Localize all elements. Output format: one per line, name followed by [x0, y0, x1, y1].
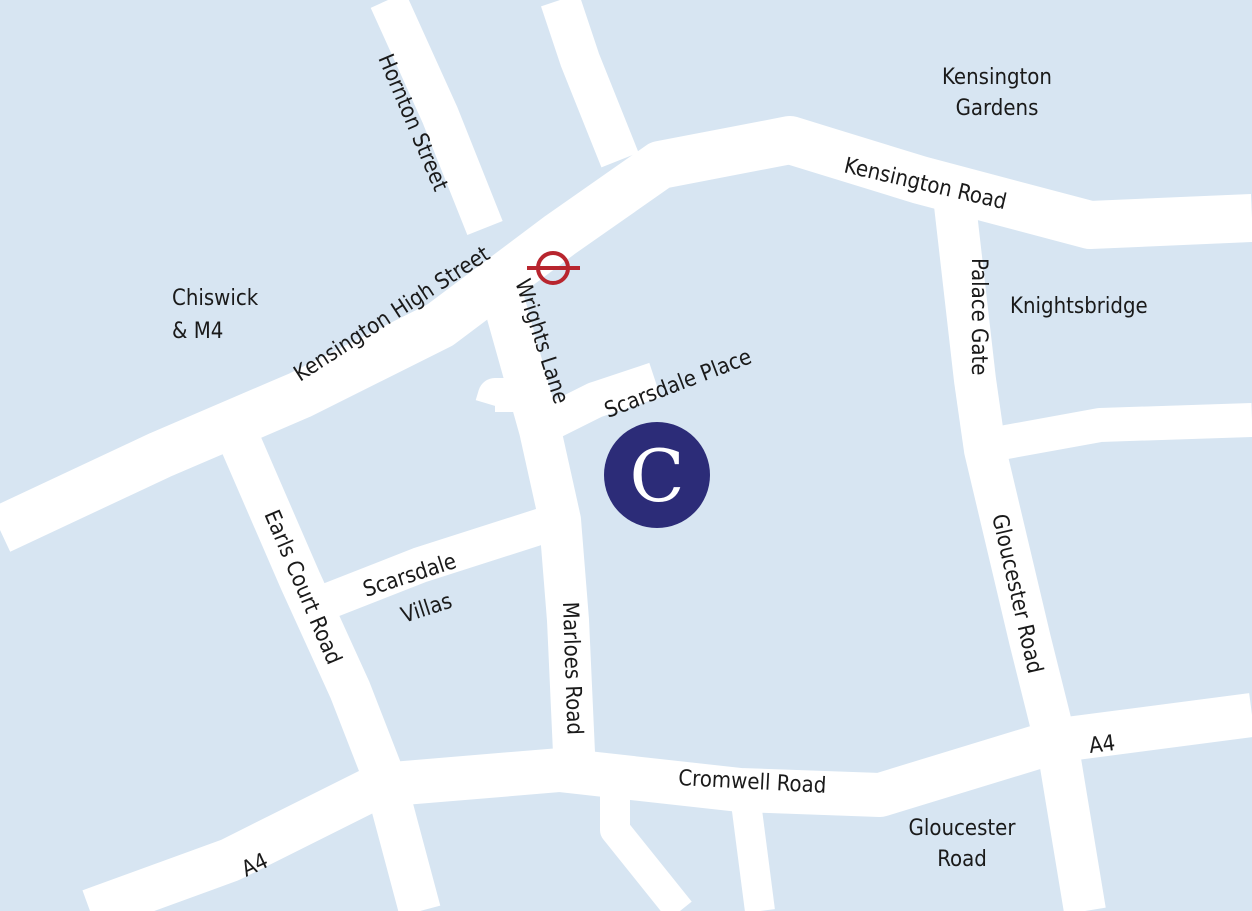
label-gloucester-road-area-2: Road	[937, 847, 987, 872]
road-north-junction	[541, 0, 639, 168]
label-a4-east: A4	[1088, 731, 1117, 759]
underground-roundel-icon	[527, 251, 580, 285]
road-kensington-high-street	[0, 116, 1252, 552]
road-scarsdale-place	[526, 362, 661, 447]
road-earls-court-road	[215, 421, 441, 911]
label-palace-gate: Palace Gate	[966, 258, 991, 375]
road-scarsdale-villas	[311, 507, 551, 622]
road-wrights-lane	[474, 264, 596, 776]
area-labels: Kensington Gardens Chiswick & M4 Knights…	[172, 65, 1148, 872]
road-spur	[475, 378, 530, 412]
label-chiswick-2: & M4	[172, 319, 223, 344]
road-south-1	[600, 785, 692, 911]
label-kensington-gardens-1: Kensington	[942, 65, 1052, 90]
road-east-branch	[986, 403, 1252, 462]
logo-circle	[604, 422, 710, 528]
label-gloucester-road-area-1: Gloucester	[909, 816, 1017, 841]
road-cromwell-road	[82, 693, 1252, 911]
road-south-2	[730, 793, 775, 911]
label-knightsbridge: Knightsbridge	[1010, 294, 1148, 319]
road-hornton-street	[370, 0, 503, 236]
label-marloes-road: Marloes Road	[557, 601, 587, 735]
label-kensington-gardens-2: Gardens	[956, 96, 1039, 121]
road-palace-gate	[934, 202, 1106, 911]
label-chiswick-1: Chiswick	[172, 286, 259, 311]
location-marker: C	[604, 422, 710, 528]
logo-letter: C	[629, 434, 684, 518]
